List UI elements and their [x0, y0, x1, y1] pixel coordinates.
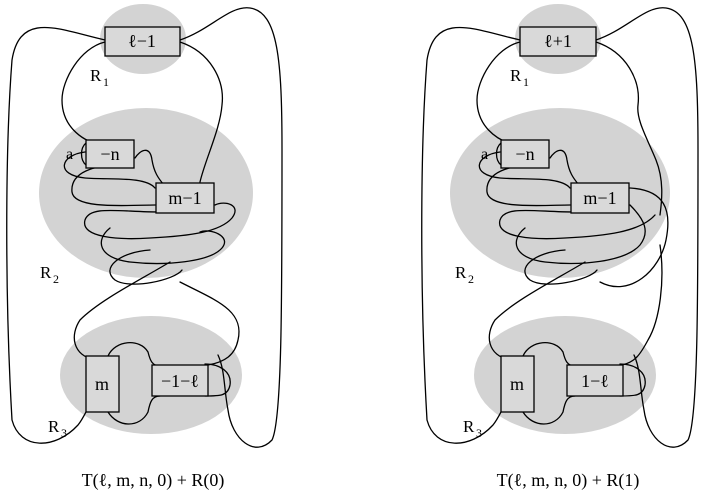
region-label-r3-right: R 3	[463, 417, 482, 440]
svg-text:1: 1	[103, 75, 109, 89]
arc-a-right	[495, 142, 502, 166]
right-panel: ℓ+1 −n m−1 m 1−ℓ a R 1 R 2 R 3 T(ℓ, m, n…	[421, 4, 699, 491]
box-m-right	[500, 355, 535, 413]
box-top-left-label: ℓ−1	[128, 31, 156, 51]
squiggle-4-right	[499, 209, 656, 240]
caption-right: T(ℓ, m, n, 0) + R(1)	[497, 470, 640, 491]
region-label-r2-left: R 2	[40, 263, 59, 286]
box-bottom-right-label: 1−ℓ	[581, 371, 609, 391]
r1-inner-left-r	[476, 41, 521, 146]
outer-strand-left	[6, 26, 106, 444]
region-r2-left	[39, 108, 253, 278]
r2-to-r3-strand	[73, 261, 171, 361]
r3-inner-bottom	[107, 395, 161, 425]
box-twist-n-left	[85, 139, 135, 169]
outer-strand-right	[179, 7, 283, 448]
svg-text:R: R	[455, 263, 467, 282]
svg-text:R: R	[510, 66, 522, 85]
squiggle-3-left	[134, 149, 165, 186]
svg-text:3: 3	[61, 426, 67, 440]
caption-left: T(ℓ, m, n, 0) + R(0)	[82, 470, 225, 491]
svg-text:3: 3	[476, 426, 482, 440]
box-top-right	[519, 26, 597, 57]
r2-r3-right-r	[621, 244, 663, 366]
left-panel: ℓ−1 −n m−1 m −1−ℓ a R 1 R 2 R 3 T(ℓ, m, …	[6, 4, 283, 491]
arc-a-left	[80, 142, 87, 166]
left-strands	[6, 7, 283, 448]
r3-right-loop-r	[619, 363, 646, 397]
region-label-r1-right: R 1	[510, 66, 529, 89]
box-twist-m1-right-label: m−1	[583, 188, 616, 208]
box-m-left	[85, 355, 120, 413]
squiggle-5-right	[515, 204, 646, 265]
box-twist-n-right-label: −n	[515, 144, 534, 164]
box-twist-n-left-label: −n	[100, 144, 119, 164]
r2-to-r3-strand-r	[488, 261, 586, 361]
box-bottom-left-label: −1−ℓ	[161, 371, 199, 391]
box-m-left-label: m	[95, 374, 109, 394]
r1-inner-right-r	[595, 41, 663, 216]
outer-strand-left-r	[421, 26, 521, 444]
svg-text:R: R	[40, 263, 52, 282]
squiggle-3-right	[549, 149, 580, 186]
squiggle-4-left	[84, 202, 236, 240]
arc-label-right: a	[481, 146, 488, 163]
r1-inner-left	[61, 41, 106, 146]
squiggle-6-left	[109, 249, 183, 285]
box-twist-m1-left	[155, 182, 215, 214]
squiggle-6-right	[524, 249, 598, 285]
region-label-r2-right: R 2	[455, 263, 474, 286]
box-bottom-left	[151, 364, 209, 397]
region-r2-right	[450, 108, 670, 278]
r3-right-loop	[204, 363, 231, 397]
squiggle-5-left	[100, 227, 225, 265]
svg-text:R: R	[48, 417, 60, 436]
squiggle-1-left	[63, 151, 156, 189]
svg-text:1: 1	[523, 75, 529, 89]
region-label-r3-left: R 3	[48, 417, 67, 440]
region-label-r1-left: R 1	[90, 66, 109, 89]
box-twist-m1-left-label: m−1	[168, 188, 201, 208]
box-twist-m1-right	[570, 182, 630, 214]
r2-to-r3-strand-b	[179, 281, 240, 366]
svg-text:R: R	[463, 417, 475, 436]
svg-text:2: 2	[53, 272, 59, 286]
box-top-left	[104, 26, 181, 57]
box-top-right-label: ℓ+1	[544, 31, 572, 51]
box-m-right-label: m	[510, 374, 524, 394]
box-bottom-right	[566, 364, 624, 397]
outer-strand-right-r	[595, 7, 699, 448]
squiggle-1-right	[478, 151, 571, 189]
svg-text:2: 2	[468, 272, 474, 286]
r1-inner-right	[179, 41, 224, 183]
r2-to-r3-strand-b-r	[599, 187, 669, 288]
svg-text:R: R	[90, 66, 102, 85]
box-twist-n-right	[500, 139, 550, 169]
arc-label-left: a	[66, 146, 73, 163]
r3-inner-bottom-r	[522, 395, 576, 425]
